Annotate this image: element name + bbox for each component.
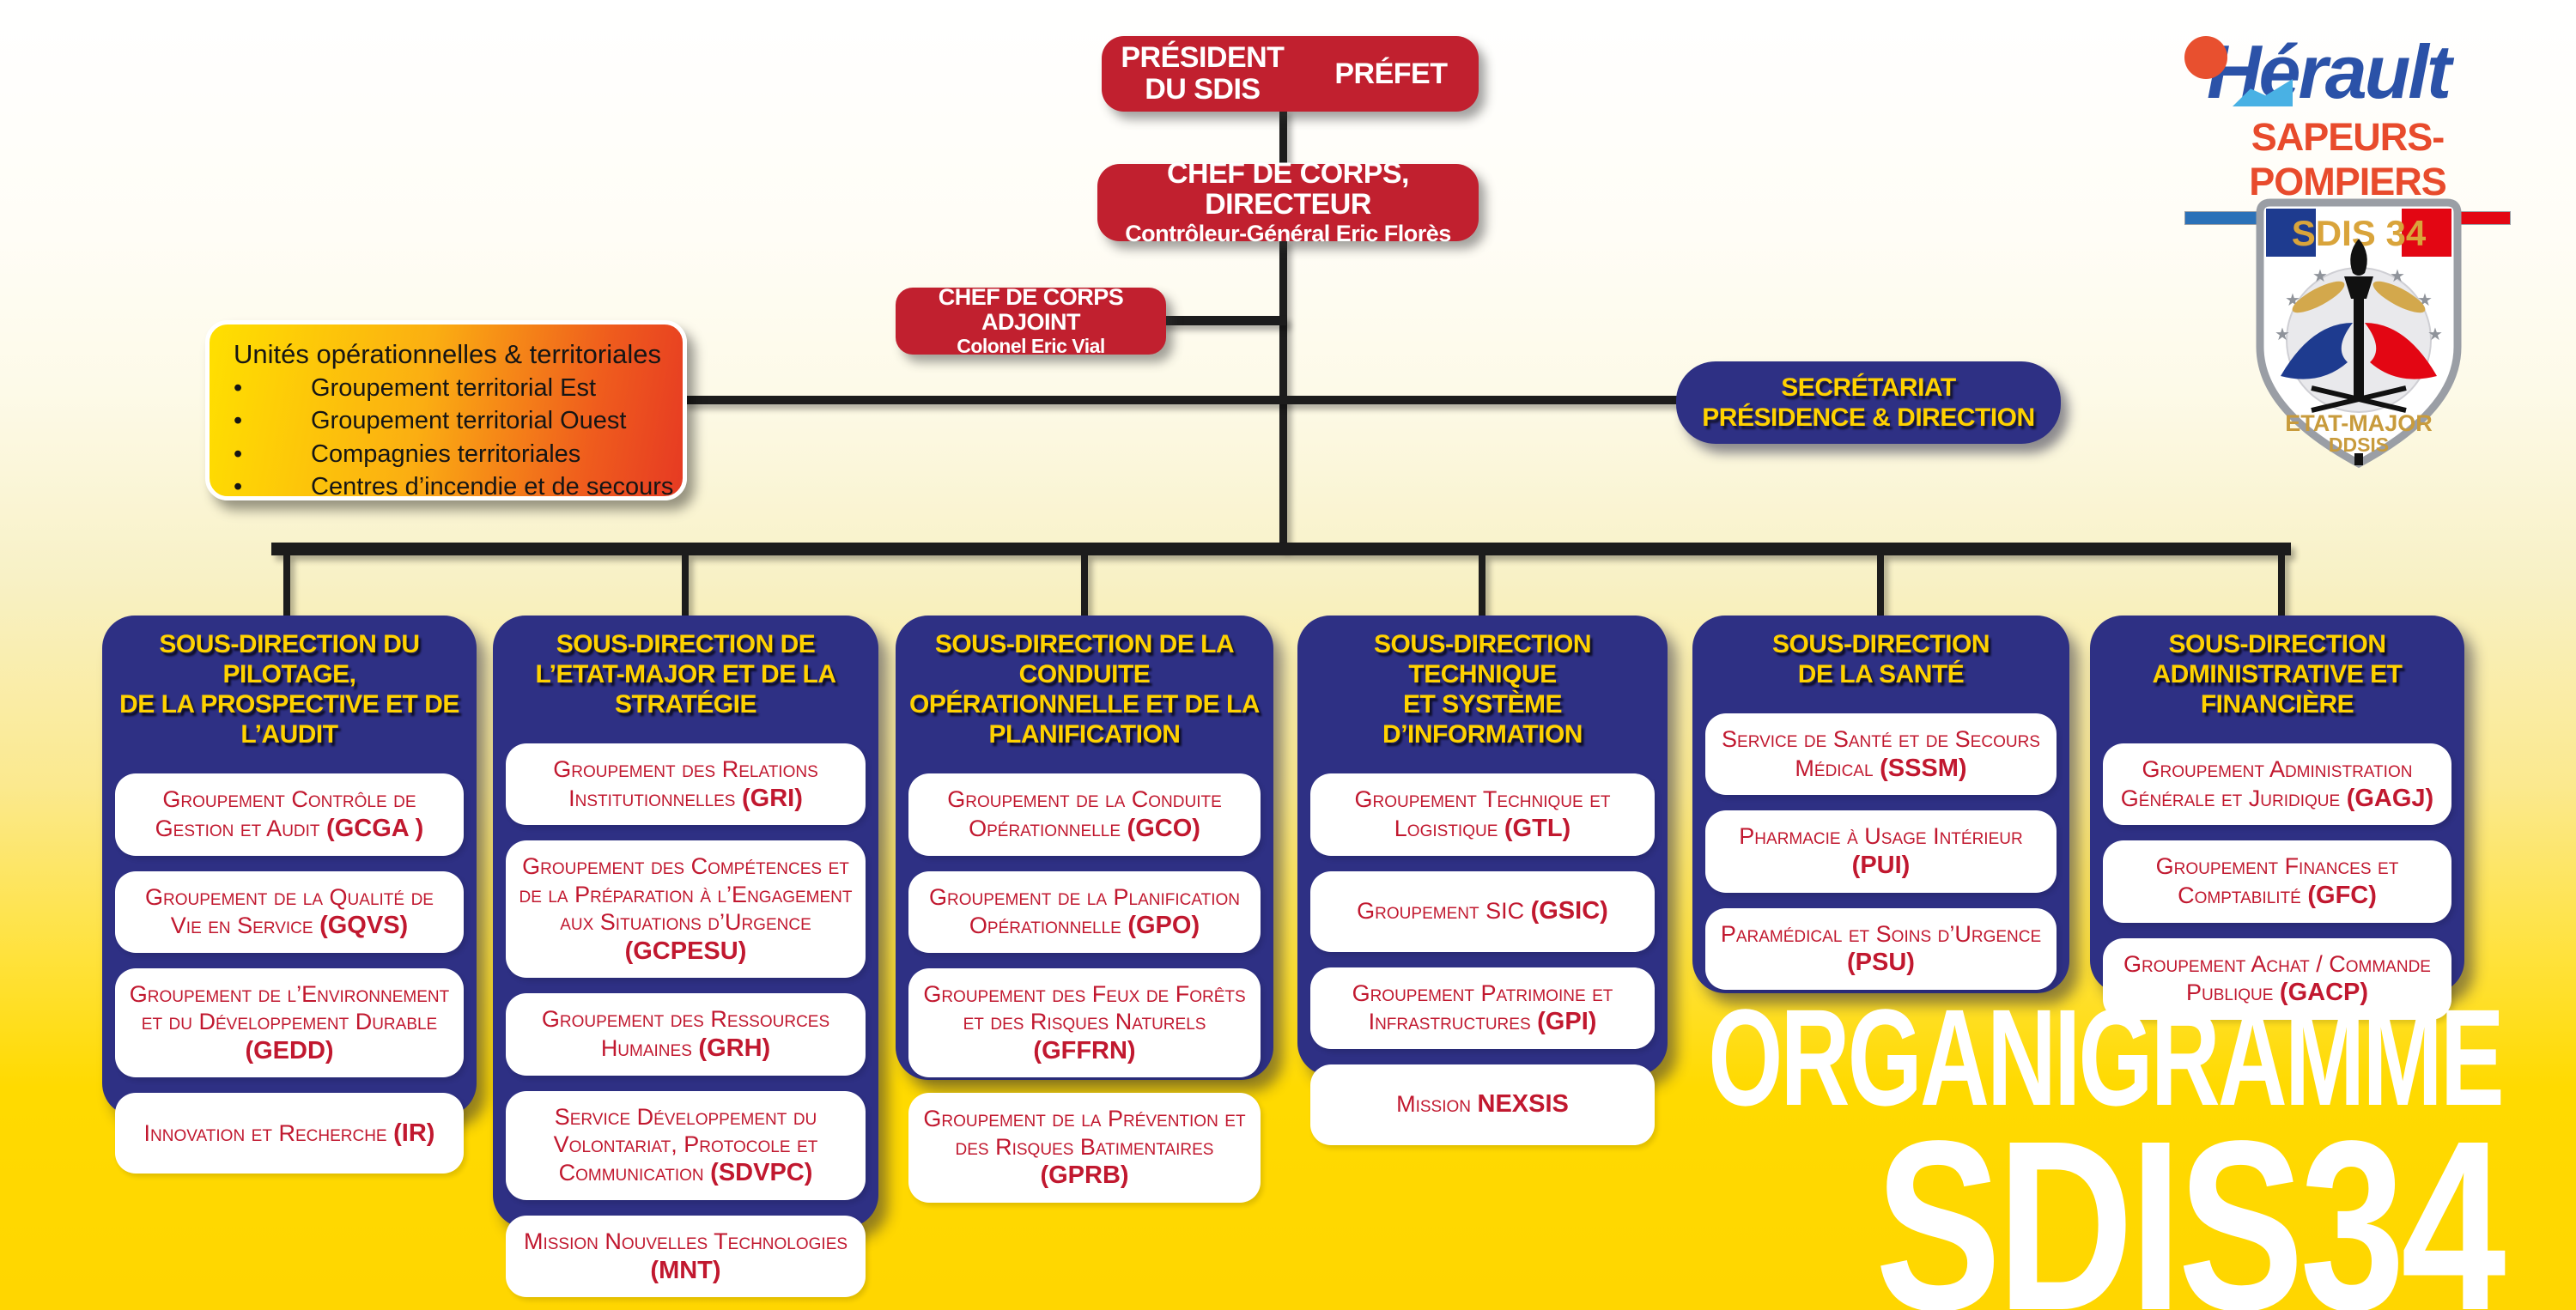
watermark-title: ORGANIGRAMME SDIS34	[1368, 980, 2506, 1310]
territorial-title: Unités opérationnelles & territoriales	[234, 339, 661, 369]
unit-box: Service de Santé et de Secours Médical (…	[1705, 713, 2057, 796]
unit-box: Service Développement du Volontariat, Pr…	[506, 1090, 866, 1201]
president-box: PRÉSIDENT DU SDIS PRÉFET	[1102, 36, 1479, 112]
unit-box: Groupement Achat / Commande Publique (GA…	[2103, 937, 2451, 1020]
connector-bar	[271, 543, 2291, 555]
drop-division-6	[2278, 554, 2285, 619]
unit-box: Groupement de la Prévention et des Risqu…	[908, 1093, 1261, 1203]
svg-text:★: ★	[2312, 267, 2328, 286]
territorial-item: • Groupement territorial Est	[222, 372, 674, 405]
herault-logo: Hérault SAPEURS-POMPIERS	[2184, 34, 2511, 225]
division-header: SOUS-DIRECTION DE L’ETAT-MAJOR ET DE LA …	[535, 630, 836, 719]
prefet-label: PRÉFET	[1334, 57, 1448, 90]
unit-box: Groupement de la Planification Opération…	[908, 870, 1261, 953]
badge-feather-right	[2372, 281, 2426, 313]
drop-division-5	[1877, 554, 1884, 619]
bullet-icon: •	[234, 473, 243, 501]
unit-box: Groupement Finances et Comptabilité (GFC…	[2103, 840, 2451, 923]
badge-flame	[2350, 239, 2367, 276]
unit-box: Groupement des Ressources Humaines (GRH)	[506, 993, 866, 1076]
watermark-line2: SDIS34	[1875, 1090, 2506, 1310]
division-conduite-operationnelle: SOUS-DIRECTION DE LA CONDUITE OPÉRATIONN…	[896, 616, 1273, 1203]
deputy-name: Colonel Eric Vial	[957, 334, 1105, 357]
unit-box: Groupement Contrôle de Gestion et Audit …	[115, 773, 464, 856]
unit-box: Groupement Administration Générale et Ju…	[2103, 743, 2451, 826]
territorial-item: • Groupement territorial Ouest	[222, 404, 674, 438]
bullet-icon: •	[234, 373, 243, 402]
watermark-line1: ORGANIGRAMME	[1708, 980, 2504, 1134]
svg-text:★: ★	[2275, 325, 2290, 344]
division-pilotage: SOUS-DIRECTION DU PILOTAGE, DE LA PROSPE…	[102, 616, 477, 1174]
herault-dot-icon	[2184, 36, 2227, 79]
unit-box: Innovation et Recherche (IR)	[115, 1093, 464, 1174]
badge-ddsis-label: DDSIS	[2329, 434, 2389, 456]
division-sante: SOUS-DIRECTION DE LA SANTÉ Service de Sa…	[1692, 616, 2069, 993]
unit-list: Groupement Technique et Logistique (GTL)…	[1297, 756, 1668, 1149]
deputy-box: CHEF DE CORPS ADJOINT Colonel Eric Vial	[896, 283, 1166, 357]
badge-wing-left	[2281, 323, 2353, 379]
connector-territorial-secretariat	[683, 396, 1681, 404]
drop-division-3	[1081, 554, 1088, 619]
badge-wing-right	[2365, 323, 2437, 379]
president-title: PRÉSIDENT DU SDIS	[1121, 41, 1285, 106]
svg-text:★: ★	[2427, 325, 2443, 344]
division-header: SOUS-DIRECTION TECHNIQUE ET SYSTÈME D’IN…	[1373, 630, 1592, 749]
director-name: Contrôleur-Général Eric Florès	[1125, 221, 1451, 247]
badge-etat-major-label: ETAT-MAJOR	[2285, 410, 2433, 436]
unit-list: Service de Santé et de Secours Médical (…	[1692, 696, 2069, 995]
sapeurs-pompiers-label: SAPEURS-POMPIERS	[2249, 115, 2447, 203]
secretariat-box: SECRÉTARIAT PRÉSIDENCE & DIRECTION	[1676, 361, 2061, 444]
division-header: SOUS-DIRECTION ADMINISTRATIVE ET FINANCI…	[2152, 630, 2403, 719]
division-header: SOUS-DIRECTION DE LA SANTÉ	[1771, 630, 1990, 689]
unit-box: Mission NEXSIS	[1310, 1064, 1655, 1145]
division-etat-major: SOUS-DIRECTION DE L’ETAT-MAJOR ET DE LA …	[493, 616, 878, 1298]
drop-division-2	[682, 554, 689, 619]
unit-list: Groupement des Relations Institutionnell…	[493, 726, 878, 1302]
director-box: CHEF DE CORPS, DIRECTEUR Contrôleur-Géné…	[1097, 157, 1479, 246]
division-technique-si: SOUS-DIRECTION TECHNIQUE ET SYSTÈME D’IN…	[1297, 616, 1668, 1145]
director-title: CHEF DE CORPS, DIRECTEUR	[1166, 156, 1410, 221]
unit-box: Groupement Patrimoine et Infrastructures…	[1310, 967, 1655, 1049]
unit-box: Groupement de la Qualité de Vie en Servi…	[115, 870, 464, 953]
unit-box: Groupement des Feux de Forêts et des Ris…	[908, 967, 1261, 1078]
sdis34-badge: SDIS 34 ★★★ ★★ ★★ ★★ ETAT-MAJOR DDSIS	[2251, 194, 2466, 470]
unit-box: Groupement de la Conduite Opérationnelle…	[908, 773, 1261, 856]
sdis34-badge-shield: SDIS 34 ★★★ ★★ ★★ ★★ ETAT-MAJOR DDSIS	[2256, 198, 2462, 469]
division-administrative-financiere: SOUS-DIRECTION ADMINISTRATIVE ET FINANCI…	[2090, 616, 2464, 1020]
connector-president-director	[1279, 108, 1287, 168]
drop-division-1	[283, 554, 290, 619]
bullet-icon: •	[234, 440, 243, 468]
unit-box: Groupement SIC (GSIC)	[1310, 870, 1655, 952]
territorial-units-box: Unités opérationnelles & territoriales •…	[205, 320, 687, 500]
division-header: SOUS-DIRECTION DU PILOTAGE, DE LA PROSPE…	[119, 630, 459, 749]
deputy-title: CHEF DE CORPS ADJOINT	[938, 283, 1124, 335]
unit-box: Pharmacie à Usage Intérieur (PUI)	[1705, 810, 2057, 893]
drop-division-4	[1479, 554, 1485, 619]
svg-text:★: ★	[2390, 267, 2405, 286]
connector-trunk	[1279, 238, 1287, 549]
unit-list: Groupement Contrôle de Gestion et Audit …	[102, 756, 477, 1179]
unit-box: Mission Nouvelles Technologies (MNT)	[506, 1216, 866, 1298]
unit-box: Groupement des Relations Institutionnell…	[506, 743, 866, 826]
territorial-item: • Centres d’incendie et de secours	[222, 470, 674, 504]
division-header: SOUS-DIRECTION DE LA CONDUITE OPÉRATIONN…	[909, 630, 1260, 749]
bullet-icon: •	[234, 407, 243, 435]
unit-box: Groupement des Compétences et de la Prép…	[506, 840, 866, 979]
unit-box: Groupement de l’Environnement et du Déve…	[115, 967, 464, 1078]
unit-list: Groupement de la Conduite Opérationnelle…	[896, 756, 1273, 1208]
unit-box: Paramédical et Soins d’Urgence (PSU)	[1705, 907, 2057, 990]
territorial-item: • Compagnies territoriales	[222, 438, 674, 471]
herault-wordmark: Hérault	[2184, 34, 2511, 110]
badge-feather-left	[2292, 281, 2345, 313]
unit-box: Groupement Technique et Logistique (GTL)	[1310, 773, 1655, 856]
connector-deputy	[1159, 316, 1286, 325]
unit-list: Groupement Administration Générale et Ju…	[2090, 726, 2464, 1025]
